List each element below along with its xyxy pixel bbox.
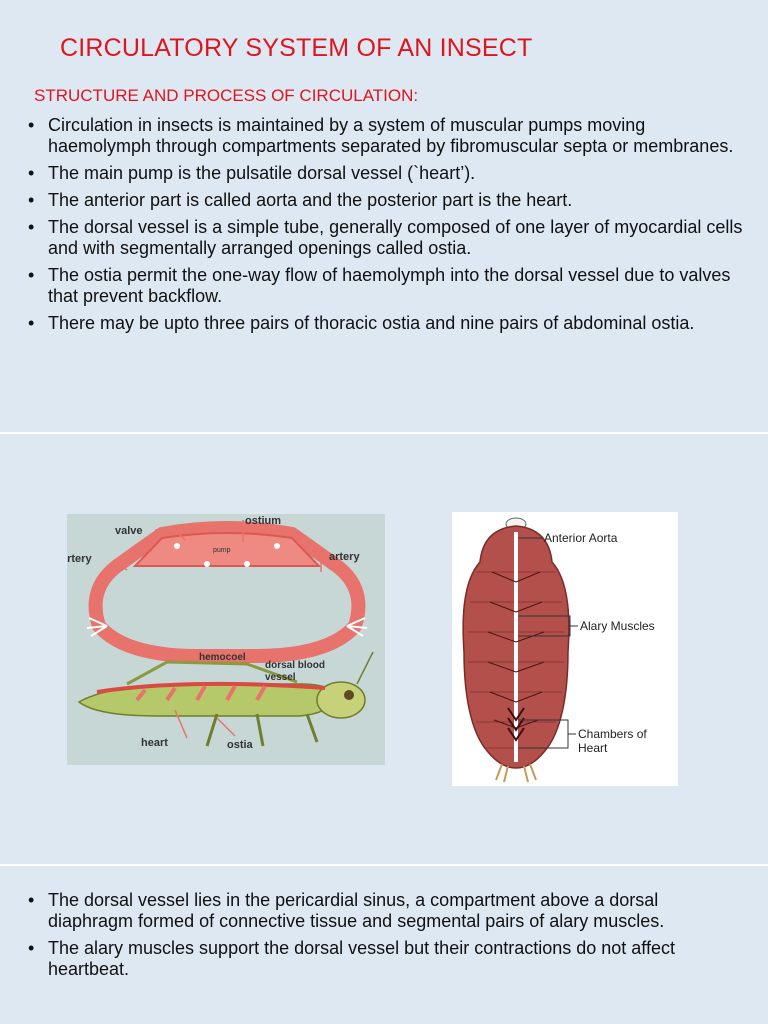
label-hemocoel: hemocoel [199, 652, 246, 663]
insect-circulation-illustration: ostium valve pump artery artery hemocoel… [61, 515, 374, 751]
insect-antenna [356, 651, 374, 685]
insect-hind-leg [126, 660, 298, 686]
bullet-marker: • [28, 313, 35, 333]
ostium-opening [274, 543, 280, 549]
bullet-text: There may be upto three pairs of thoraci… [48, 313, 695, 333]
ostium-opening [174, 543, 180, 549]
label-ostium: ostium [245, 515, 281, 527]
bullet-list: • Circulation in insects is maintained by… [28, 115, 748, 340]
insect-head [316, 681, 366, 719]
bullet-item: • The ostia permit the one-way flow of ha… [28, 265, 748, 307]
slide-3: • The dorsal vessel lies in the pericardi… [0, 866, 768, 1024]
bullet-item: • The alary muscles support the dorsal ve… [28, 938, 748, 980]
slide-subtitle: STRUCTURE AND PROCESS OF CIRCULATION: [34, 86, 419, 105]
label-heart: Heart [578, 741, 608, 755]
bullet-marker: • [28, 190, 35, 210]
bullet-marker: • [28, 115, 35, 135]
dorsal-vessel-illustration: Anterior Aorta Alary Muscles Chambers of… [462, 517, 655, 783]
bullet-item: • The anterior part is called aorta and t… [28, 190, 748, 211]
bullet-text: The anterior part is called aorta and th… [48, 190, 573, 210]
bullet-list: • The dorsal vessel lies in the pericardi… [28, 890, 748, 986]
bullet-item: • Circulation in insects is maintained by… [28, 115, 748, 157]
heart-chambers [507, 707, 525, 742]
bullet-item: • The main pump is the pulsatile dorsal v… [28, 163, 748, 184]
slide-title: CIRCULATORY SYSTEM OF AN INSECT [60, 34, 533, 62]
flow-arrows [346, 617, 368, 637]
cerci [495, 763, 537, 783]
label-dorsal-blood: dorsal blood [265, 660, 325, 671]
label-artery-left: artery [67, 553, 92, 565]
bullet-item: • The dorsal vessel is a simple tube, gen… [28, 217, 748, 259]
bullet-text: The main pump is the pulsatile dorsal ve… [48, 163, 476, 183]
label-anterior-aorta: Anterior Aorta [544, 531, 618, 545]
label-chambers-of: Chambers of [578, 727, 647, 741]
bullet-text: The dorsal vessel is a simple tube, gene… [48, 217, 743, 258]
alary-muscles [487, 571, 545, 729]
valve-pointer [155, 529, 186, 541]
flow-arrows [86, 617, 108, 637]
ostia-pointer [216, 717, 236, 737]
ostium-opening [204, 561, 210, 567]
bullet-item: • The dorsal vessel lies in the pericardi… [28, 890, 748, 932]
dorsal-vessel-diagram: Anterior Aorta Alary Muscles Chambers of… [452, 512, 678, 786]
bullet-marker: • [28, 938, 35, 958]
ostium-opening [244, 561, 250, 567]
slide-2: ostium valve pump artery artery hemocoel… [0, 434, 768, 864]
artery-pointer-left [112, 561, 128, 571]
label-alary-muscles: Alary Muscles [580, 619, 655, 633]
heart-segments [135, 685, 267, 702]
bullet-marker: • [28, 163, 35, 183]
circulation-loop [88, 521, 366, 663]
bullet-marker: • [28, 265, 35, 285]
insect-circulation-diagram: ostium valve pump artery artery hemocoel… [61, 514, 385, 765]
label-pump: pump [213, 547, 231, 554]
bullet-text: Circulation in insects is maintained by … [48, 115, 734, 156]
bullet-marker: • [28, 890, 35, 910]
label-vessel: vessel [265, 672, 296, 683]
bullet-text: The alary muscles support the dorsal ves… [48, 938, 675, 979]
label-heart: heart [141, 737, 168, 749]
bullet-marker: • [28, 217, 35, 237]
insect-eye [344, 690, 354, 700]
bullet-text: The dorsal vessel lies in the pericardia… [48, 890, 665, 931]
bullet-text: The ostia permit the one-way flow of hae… [48, 265, 731, 306]
bullet-item: • There may be upto three pairs of thora… [28, 313, 748, 334]
insect-legs [205, 713, 319, 747]
label-valve: valve [115, 525, 143, 537]
label-artery-right: artery [329, 551, 360, 563]
heart-pointer [174, 709, 188, 739]
slide-1: CIRCULATORY SYSTEM OF AN INSECT STRUCTUR… [0, 0, 768, 432]
label-ostia: ostia [227, 739, 254, 751]
dorsal-blood-vessel [96, 681, 326, 694]
